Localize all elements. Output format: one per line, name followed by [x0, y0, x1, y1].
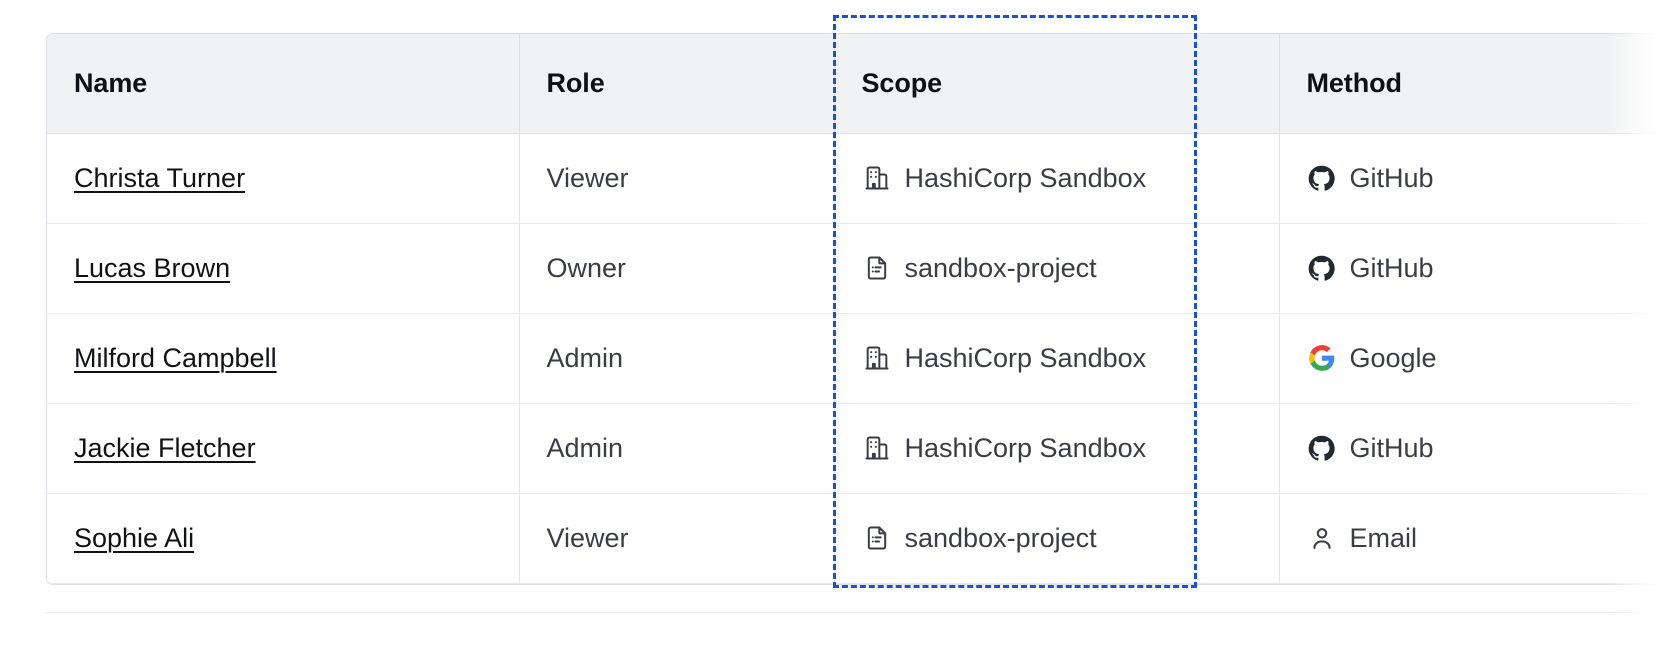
user-name-link[interactable]: Milford Campbell [74, 342, 277, 373]
method-label: GitHub [1349, 252, 1434, 283]
user-name-link[interactable]: Jackie Fletcher [74, 432, 256, 463]
method-label: Google [1349, 342, 1437, 373]
file-icon [862, 253, 892, 283]
github-icon [1307, 253, 1337, 283]
cell-method: Email [1279, 493, 1672, 584]
cell-scope: sandbox-project [834, 223, 1280, 314]
user-name-link[interactable]: Lucas Brown [74, 252, 231, 283]
building-icon [862, 433, 892, 463]
table-row-partial [46, 612, 1672, 652]
cell-name: Jackie Fletcher [47, 403, 520, 494]
method-label: GitHub [1349, 432, 1434, 463]
table-row: Christa Turner Viewer [47, 133, 1672, 224]
cell-name: Christa Turner [47, 133, 520, 224]
table-header: Name Role Scope Method [47, 34, 1672, 134]
column-header-name[interactable]: Name [47, 34, 520, 134]
method-label: GitHub [1349, 162, 1434, 193]
github-icon [1307, 433, 1337, 463]
cell-role: Owner [519, 223, 835, 314]
method-label: Email [1349, 522, 1418, 553]
cell-method: Google [1279, 313, 1672, 404]
column-header-scope[interactable]: Scope [834, 34, 1280, 134]
table-row: Sophie Ali Viewer [47, 493, 1672, 584]
scope-label: sandbox-project [904, 252, 1097, 283]
google-icon [1307, 343, 1337, 373]
cell-scope: HashiCorp Sandbox [834, 313, 1280, 404]
scope-label: HashiCorp Sandbox [904, 342, 1147, 373]
cell-name: Sophie Ali [47, 493, 520, 584]
cell-scope: HashiCorp Sandbox [834, 133, 1280, 224]
cell-role: Admin [519, 403, 835, 494]
cell-scope: HashiCorp Sandbox [834, 403, 1280, 494]
person-icon [1307, 523, 1337, 553]
cell-role: Admin [519, 313, 835, 404]
scope-label: sandbox-project [904, 522, 1097, 553]
building-icon [862, 343, 892, 373]
cell-method: GitHub [1279, 223, 1672, 314]
file-icon [862, 523, 892, 553]
table-body: Christa Turner Viewer [47, 133, 1672, 584]
table-row: Lucas Brown Owner [47, 223, 1672, 314]
user-name-link[interactable]: Sophie Ali [74, 522, 195, 553]
column-header-role[interactable]: Role [519, 34, 835, 134]
permissions-table: Name Role Scope Method Christa Turner Vi… [47, 34, 1672, 584]
table-row: Jackie Fletcher Admin [47, 403, 1672, 494]
permissions-table-container: Name Role Scope Method Christa Turner Vi… [46, 33, 1672, 585]
cell-role: Viewer [519, 133, 835, 224]
cell-role: Viewer [519, 493, 835, 584]
column-header-method[interactable]: Method [1279, 34, 1672, 134]
table-header-row: Name Role Scope Method [47, 34, 1672, 134]
cell-scope: sandbox-project [834, 493, 1280, 584]
table-row: Milford Campbell Admin [47, 313, 1672, 404]
scope-label: HashiCorp Sandbox [904, 432, 1147, 463]
scope-label: HashiCorp Sandbox [904, 162, 1147, 193]
user-name-link[interactable]: Christa Turner [74, 162, 246, 193]
cell-name: Milford Campbell [47, 313, 520, 404]
cell-method: GitHub [1279, 133, 1672, 224]
cell-name: Lucas Brown [47, 223, 520, 314]
building-icon [862, 163, 892, 193]
cell-method: GitHub [1279, 403, 1672, 494]
github-icon [1307, 163, 1337, 193]
